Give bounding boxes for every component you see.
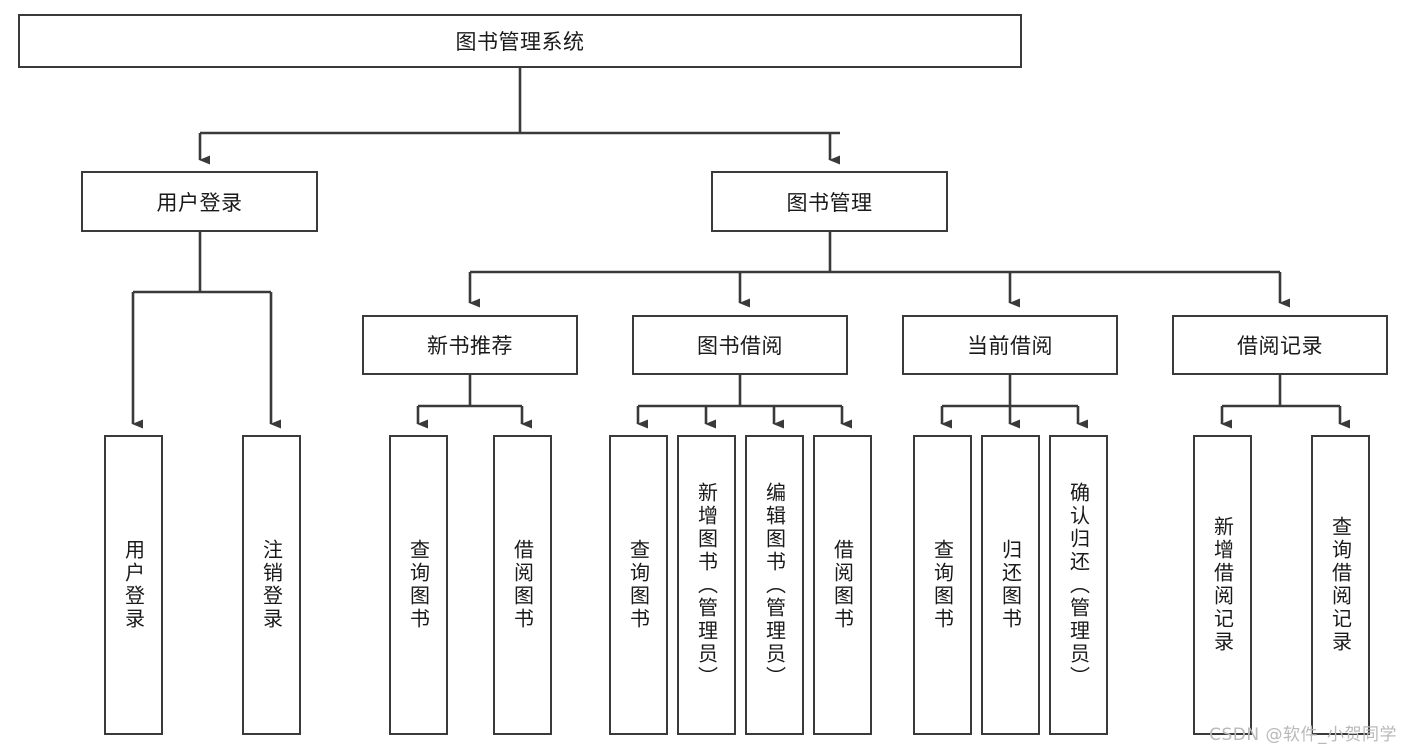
- node-label: 注销登录: [259, 539, 284, 631]
- node-current-borrow[interactable]: 当前借阅: [902, 315, 1118, 375]
- node-label: 查询图书: [930, 539, 955, 631]
- node-label: 用户登录: [121, 539, 146, 631]
- leaf-borrow-record-query-record[interactable]: 查询借阅记录: [1311, 435, 1370, 735]
- leaf-user-login-login[interactable]: 用户登录: [104, 435, 163, 735]
- node-label: 借阅记录: [1237, 334, 1323, 358]
- node-label: 图书管理系统: [455, 30, 585, 54]
- node-label: 归还图书: [998, 539, 1023, 631]
- node-root-book-management-system[interactable]: 图书管理系统: [18, 14, 1022, 68]
- node-book-management[interactable]: 图书管理: [711, 171, 948, 232]
- node-label: 借阅图书: [510, 539, 535, 631]
- node-label: 新书推荐: [427, 334, 513, 358]
- leaf-current-borrow-return-books[interactable]: 归还图书: [981, 435, 1040, 735]
- node-label: 图书借阅: [697, 334, 783, 358]
- leaf-book-borrow-edit-book-admin[interactable]: 编辑图书（管理员）: [745, 435, 804, 735]
- node-label: 确认归还（管理员）: [1066, 481, 1091, 689]
- node-label: 当前借阅: [967, 334, 1053, 358]
- leaf-book-borrow-add-book-admin[interactable]: 新增图书（管理员）: [677, 435, 736, 735]
- leaf-new-book-query-books[interactable]: 查询图书: [389, 435, 448, 735]
- node-label: 查询图书: [406, 539, 431, 631]
- node-label: 查询图书: [626, 539, 651, 631]
- leaf-book-borrow-query-books[interactable]: 查询图书: [609, 435, 668, 735]
- watermark-text: CSDN @软件_小贺同学: [1209, 725, 1397, 745]
- node-label: 新增借阅记录: [1210, 516, 1235, 654]
- node-book-borrow[interactable]: 图书借阅: [632, 315, 848, 375]
- leaf-current-borrow-confirm-return-admin[interactable]: 确认归还（管理员）: [1049, 435, 1108, 735]
- node-label: 新增图书（管理员）: [694, 481, 719, 689]
- leaf-book-borrow-borrow-books[interactable]: 借阅图书: [813, 435, 872, 735]
- leaf-new-book-borrow-books[interactable]: 借阅图书: [493, 435, 552, 735]
- node-user-login[interactable]: 用户登录: [81, 171, 318, 232]
- node-label: 用户登录: [156, 190, 243, 215]
- node-label: 查询借阅记录: [1328, 516, 1353, 654]
- leaf-borrow-record-add-record[interactable]: 新增借阅记录: [1193, 435, 1252, 735]
- node-borrow-record[interactable]: 借阅记录: [1172, 315, 1388, 375]
- node-label: 编辑图书（管理员）: [762, 481, 787, 689]
- leaf-current-borrow-query-books[interactable]: 查询图书: [913, 435, 972, 735]
- leaf-user-login-logout[interactable]: 注销登录: [242, 435, 301, 735]
- node-label: 图书管理: [786, 190, 873, 215]
- node-label: 借阅图书: [830, 539, 855, 631]
- node-new-book-recommend[interactable]: 新书推荐: [362, 315, 578, 375]
